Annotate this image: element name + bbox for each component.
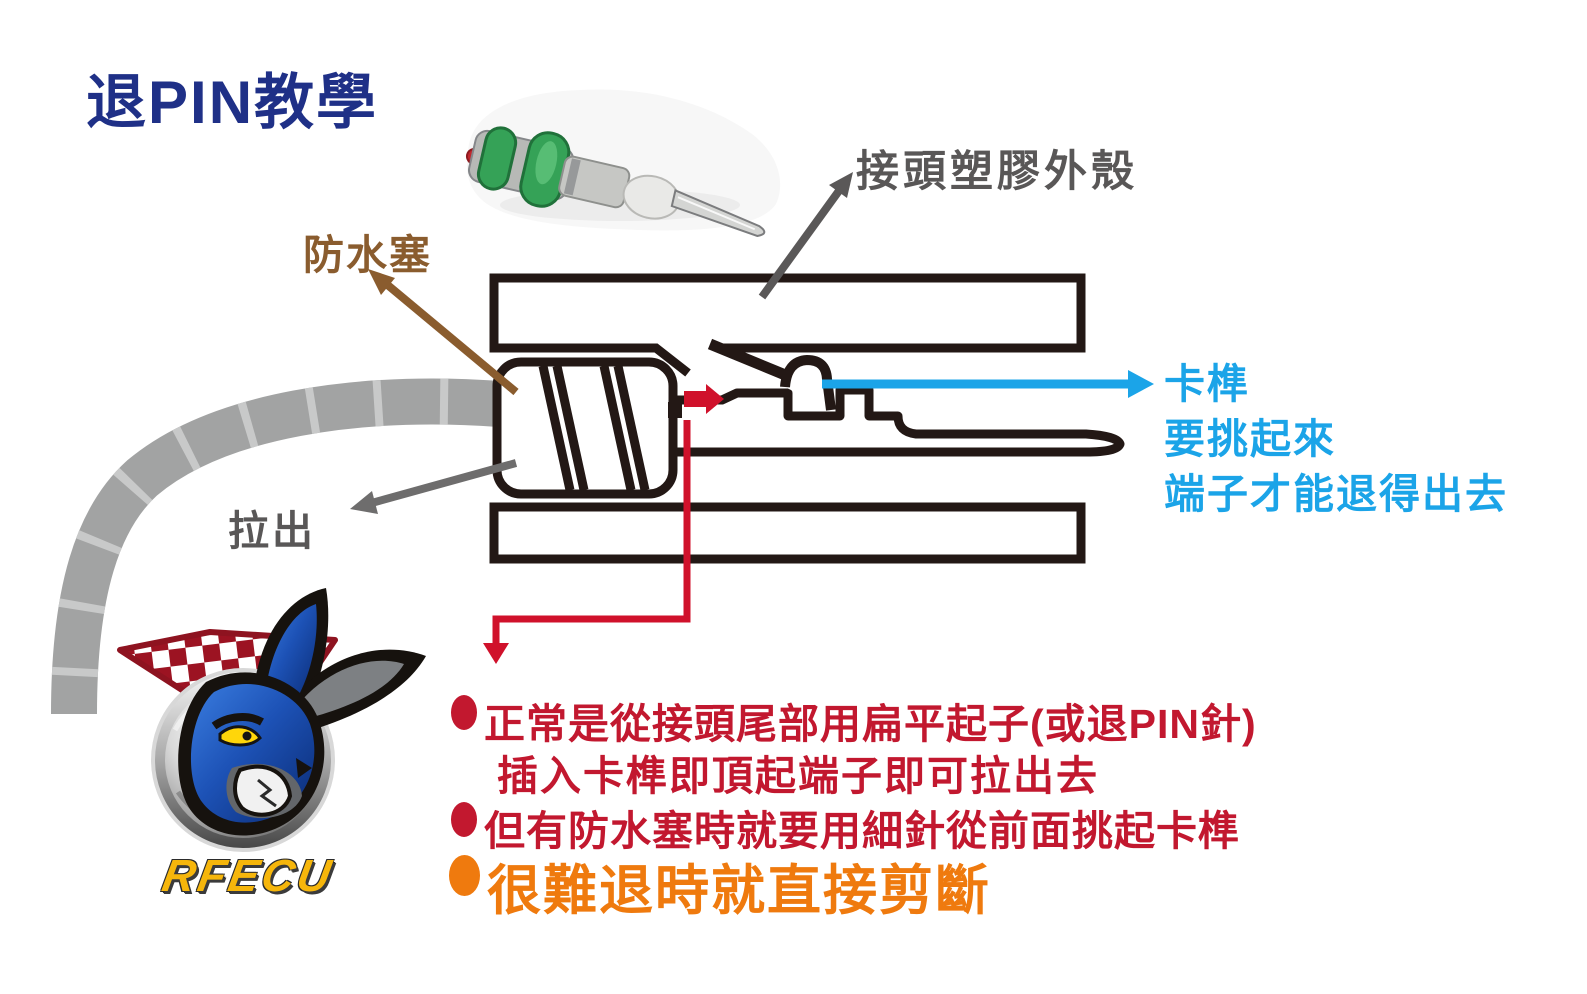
bullet-dot-red — [451, 802, 477, 837]
note-item-3-text: 很難退時就直接剪斷 — [487, 861, 991, 921]
waterproof-seal — [492, 357, 678, 499]
latch-label-line3: 端子才能退得出去 — [1164, 471, 1508, 517]
housing-bottom-wall — [489, 502, 1086, 564]
rabbit-head-icon — [178, 588, 426, 836]
latch-label-line1: 卡榫 — [1164, 361, 1250, 407]
rfecu-rabbit-logo — [117, 588, 426, 852]
note-item-1-text: 正常是從接頭尾部用扁平起子(或退PIN針) — [484, 701, 1257, 747]
waterproof-plug-label: 防水塞 — [303, 232, 432, 278]
terminal-pin-photo — [465, 89, 781, 238]
push-arrow-icon — [684, 384, 724, 414]
housing-shell-label: 接頭塑膠外殼 — [856, 148, 1138, 196]
latch-label-line2: 要挑起來 — [1164, 416, 1336, 462]
note-item-1: 正常是從接頭尾部用扁平起子(或退PIN針) — [451, 690, 1257, 750]
note-item-1-text-line2: 插入卡榫即頂起端子即可拉出去 — [497, 753, 1099, 799]
housing-arrow — [758, 172, 853, 300]
bullet-dot-orange — [449, 855, 480, 896]
page-title: 退PIN教學 — [86, 69, 379, 136]
red-pointer-line — [483, 420, 691, 664]
brand-text: RFECU — [158, 850, 338, 901]
pull-out-label: 拉出 — [228, 508, 316, 554]
terminal-rear-stub — [668, 402, 682, 418]
note-item-3: 很難退時就直接剪斷 — [449, 846, 991, 925]
latch-arrow — [822, 370, 1154, 398]
bullet-dot-red — [451, 695, 477, 730]
note-item-1-continued: 插入卡榫即頂起端子即可拉出去 — [497, 742, 1099, 802]
seal-arrow — [368, 269, 519, 396]
note-item-2-text: 但有防水塞時就要用細針從前面挑起卡榫 — [484, 808, 1240, 854]
pull-arrow — [350, 459, 518, 514]
wire-cable — [51, 378, 502, 715]
terminal-pin — [667, 385, 1125, 457]
latch-label: 卡榫 要挑起來 端子才能退得出去 — [1164, 357, 1508, 522]
housing-top-wall — [489, 273, 1086, 377]
note-item-2: 但有防水塞時就要用細針從前面挑起卡榫 — [451, 797, 1240, 857]
latch-lance — [707, 338, 836, 411]
